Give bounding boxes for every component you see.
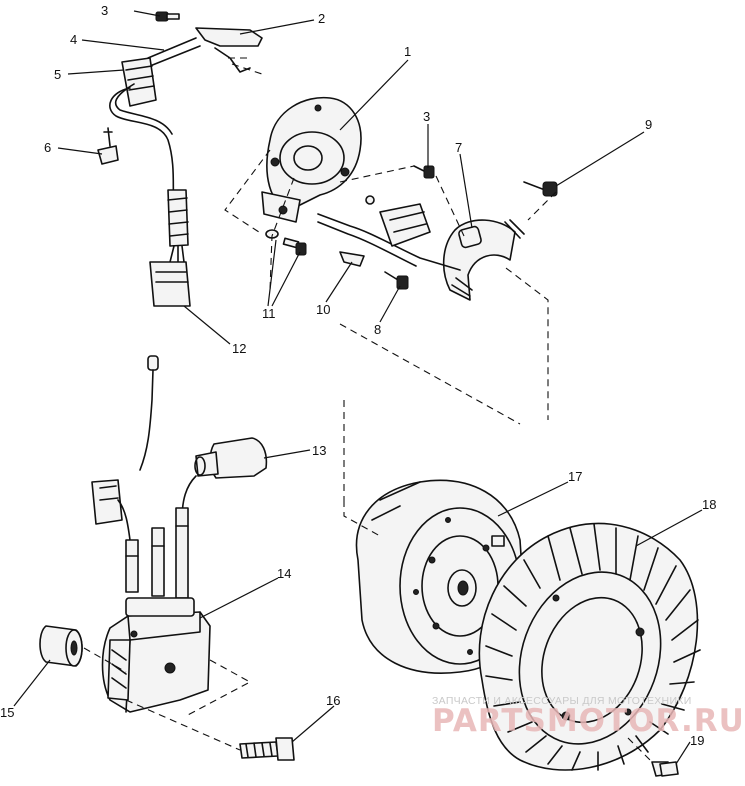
- callout-14: 14: [277, 566, 292, 581]
- callout-2: 2: [318, 11, 326, 26]
- bolt-part-16: [239, 737, 295, 761]
- screws-part-11: [265, 195, 375, 256]
- lead-wire-part-10: [317, 203, 461, 271]
- bolt-part-3-mid: [413, 165, 435, 179]
- callout-3-mid: 3: [423, 109, 431, 124]
- ignition-coil-assembly: [39, 355, 295, 761]
- bolt-part-9: [523, 181, 558, 197]
- wire-wrap: [167, 189, 189, 247]
- connector-part-12: [149, 261, 191, 307]
- callout-7: 7: [455, 140, 463, 155]
- watermark-caption: ЗАПЧАСТИ И АКСЕССУАРЫ ДЛЯ МОТОТЕХНИКИ: [432, 695, 692, 707]
- screw-part-19: [627, 737, 679, 777]
- ignition-coil-part-14: [101, 597, 211, 713]
- alignment-lines-lower: [343, 500, 381, 537]
- callout-leaders: [13, 10, 703, 765]
- callout-1: 1: [404, 44, 412, 59]
- harness-wire: [109, 87, 175, 206]
- callout-18: 18: [702, 497, 717, 512]
- callout-5: 5: [54, 67, 62, 82]
- callout-11: 11: [262, 306, 276, 321]
- callout-19: 19: [690, 733, 705, 748]
- callout-13: 13: [312, 443, 327, 458]
- callout-12: 12: [232, 341, 247, 356]
- spacer-part-15: [39, 625, 83, 667]
- callout-9: 9: [645, 117, 653, 132]
- watermark-brand: PARTSMOTOR.RU: [432, 703, 745, 739]
- wire-harness-assembly: [97, 11, 263, 307]
- stator-plate-part-1: [261, 96, 362, 223]
- callout-3-top: 3: [101, 3, 109, 18]
- rectifier-part-5: [121, 57, 157, 107]
- callout-6: 6: [44, 140, 52, 155]
- callout-10: 10: [316, 302, 331, 317]
- bracket-part-2: [195, 27, 263, 47]
- screw-part-8: [384, 271, 409, 290]
- callout-17: 17: [568, 469, 583, 484]
- pickup-coil-part-7: [442, 219, 525, 301]
- callout-4: 4: [70, 32, 78, 47]
- callout-15: 15: [0, 705, 15, 720]
- cooling-fan-part-18: [478, 522, 701, 771]
- alignment-lines-upper: [224, 57, 557, 500]
- callout-8: 8: [374, 322, 382, 337]
- connector-part-4: [147, 37, 201, 67]
- callout-16: 16: [326, 693, 341, 708]
- spark-plug-cap-part-13: [181, 437, 268, 601]
- bolt-part-3-top: [155, 11, 180, 22]
- clip-part-6: [97, 127, 119, 165]
